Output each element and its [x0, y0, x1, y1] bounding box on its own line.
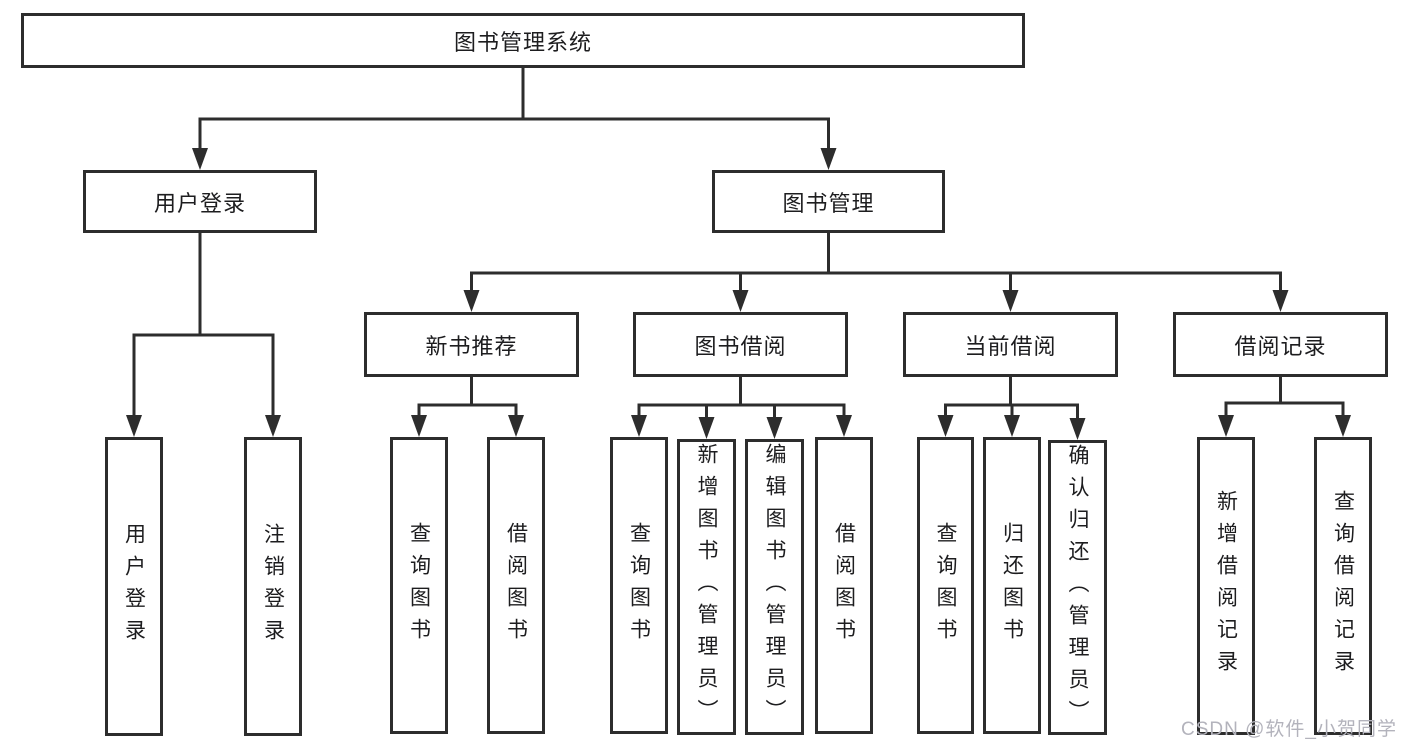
arrowhead-icon	[937, 415, 954, 437]
arrowhead-icon	[820, 148, 837, 170]
node-label: 确认归还（管理员）	[1066, 443, 1089, 732]
csdn-watermark: CSDN @软件_小贺同学	[1181, 719, 1397, 740]
node-label: 归还图书	[1000, 521, 1024, 650]
arrowhead-icon	[1069, 418, 1086, 440]
node-label: 查询借阅记录	[1331, 490, 1355, 682]
arrowhead-icon	[1335, 415, 1351, 437]
arrowhead-icon	[836, 415, 852, 437]
node-label: 借阅记录	[1234, 333, 1327, 359]
node-label: 新书推荐	[425, 333, 518, 359]
node-root: 图书管理系统	[21, 13, 1025, 68]
arrowhead-icon	[265, 415, 281, 437]
arrowhead-icon	[411, 415, 427, 437]
arrowhead-icon	[192, 148, 208, 170]
node-br-query: 查询借阅记录	[1314, 437, 1372, 735]
node-label: 当前借阅	[964, 333, 1057, 359]
node-bb-borrow: 借阅图书	[815, 437, 873, 734]
node-label: 借阅图书	[504, 521, 528, 650]
node-label: 新增图书（管理员）	[695, 443, 718, 731]
node-ul-logout: 注销登录	[244, 437, 302, 736]
arrowhead-icon	[631, 415, 647, 437]
node-label: 借阅图书	[832, 521, 856, 650]
arrowhead-icon	[126, 415, 142, 437]
node-nb-rec: 新书推荐	[364, 312, 579, 377]
node-cb-return: 归还图书	[983, 437, 1041, 734]
node-label: 查询图书	[934, 521, 957, 650]
node-book-mgmt: 图书管理	[712, 170, 945, 233]
node-user-login: 用户登录	[83, 170, 317, 233]
node-bb-add: 新增图书（管理员）	[677, 439, 736, 735]
node-ul-login: 用户登录	[105, 437, 163, 736]
arrowhead-icon	[463, 290, 480, 312]
node-bb-edit: 编辑图书（管理员）	[745, 439, 804, 735]
node-label: 查询图书	[627, 521, 651, 650]
arrowhead-icon	[1002, 290, 1019, 312]
node-label: 用户登录	[122, 522, 146, 651]
arrowhead-icon	[508, 415, 524, 437]
node-label: 注销登录	[261, 522, 285, 651]
node-nb-query: 查询图书	[390, 437, 448, 734]
node-label: 用户登录	[153, 190, 246, 216]
node-label: 新增借阅记录	[1214, 490, 1238, 682]
node-label: 查询图书	[407, 521, 431, 650]
node-label: 图书管理系统	[453, 29, 592, 55]
node-label: 编辑图书（管理员）	[763, 443, 786, 731]
node-bk-borrow: 图书借阅	[633, 312, 848, 377]
arrowhead-icon	[1004, 415, 1020, 437]
arrowhead-icon	[1272, 290, 1289, 312]
node-cb-confirm: 确认归还（管理员）	[1048, 440, 1107, 735]
node-label: 图书管理	[782, 190, 875, 216]
arrowhead-icon	[766, 417, 783, 439]
node-cb-query: 查询图书	[917, 437, 974, 734]
node-br-add: 新增借阅记录	[1197, 437, 1255, 735]
arrowhead-icon	[698, 417, 715, 439]
node-label: 图书借阅	[694, 333, 787, 359]
node-nb-borrow: 借阅图书	[487, 437, 545, 734]
node-cur-borrow: 当前借阅	[903, 312, 1118, 377]
node-bb-query: 查询图书	[610, 437, 668, 734]
arrowhead-icon	[732, 290, 749, 312]
node-borrow-rec: 借阅记录	[1173, 312, 1388, 377]
arrowhead-icon	[1218, 415, 1234, 437]
